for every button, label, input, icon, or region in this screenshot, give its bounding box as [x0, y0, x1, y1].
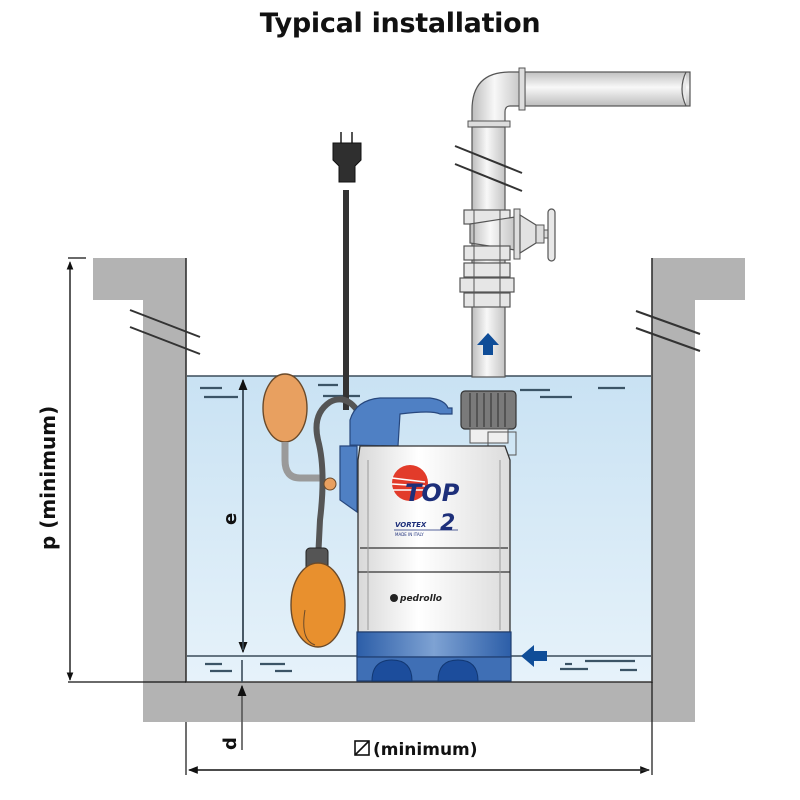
logo-brand: TOP	[405, 479, 460, 507]
inflow-arrow-icon	[521, 645, 547, 667]
logo-model: 2	[440, 511, 455, 536]
label-e: e	[220, 513, 241, 525]
label-p-minimum: p (minimum)	[36, 406, 60, 550]
logo-sub: VORTEX	[395, 521, 427, 529]
square-diagonal-icon	[354, 740, 370, 756]
flow-up-arrow-icon	[477, 333, 499, 355]
logo-origin: MADE IN ITALY	[395, 532, 424, 537]
dimension-width	[185, 682, 653, 775]
sump-walls	[93, 258, 745, 722]
label-width-minimum: (minimum)	[373, 740, 478, 760]
submersible-pump: TOP 2 VORTEX MADE IN ITALY pedrollo	[339, 397, 517, 682]
dimension-p	[66, 257, 186, 683]
top-logo: TOP 2 VORTEX MADE IN ITALY	[391, 465, 460, 537]
discharge-pipe	[454, 67, 691, 444]
label-d: d	[220, 737, 241, 750]
float-switch	[262, 373, 360, 648]
maker-logo: pedrollo	[399, 594, 442, 604]
power-cable	[332, 132, 362, 410]
diagram-title: Typical installation	[259, 8, 541, 39]
power-plug-icon	[332, 142, 362, 183]
